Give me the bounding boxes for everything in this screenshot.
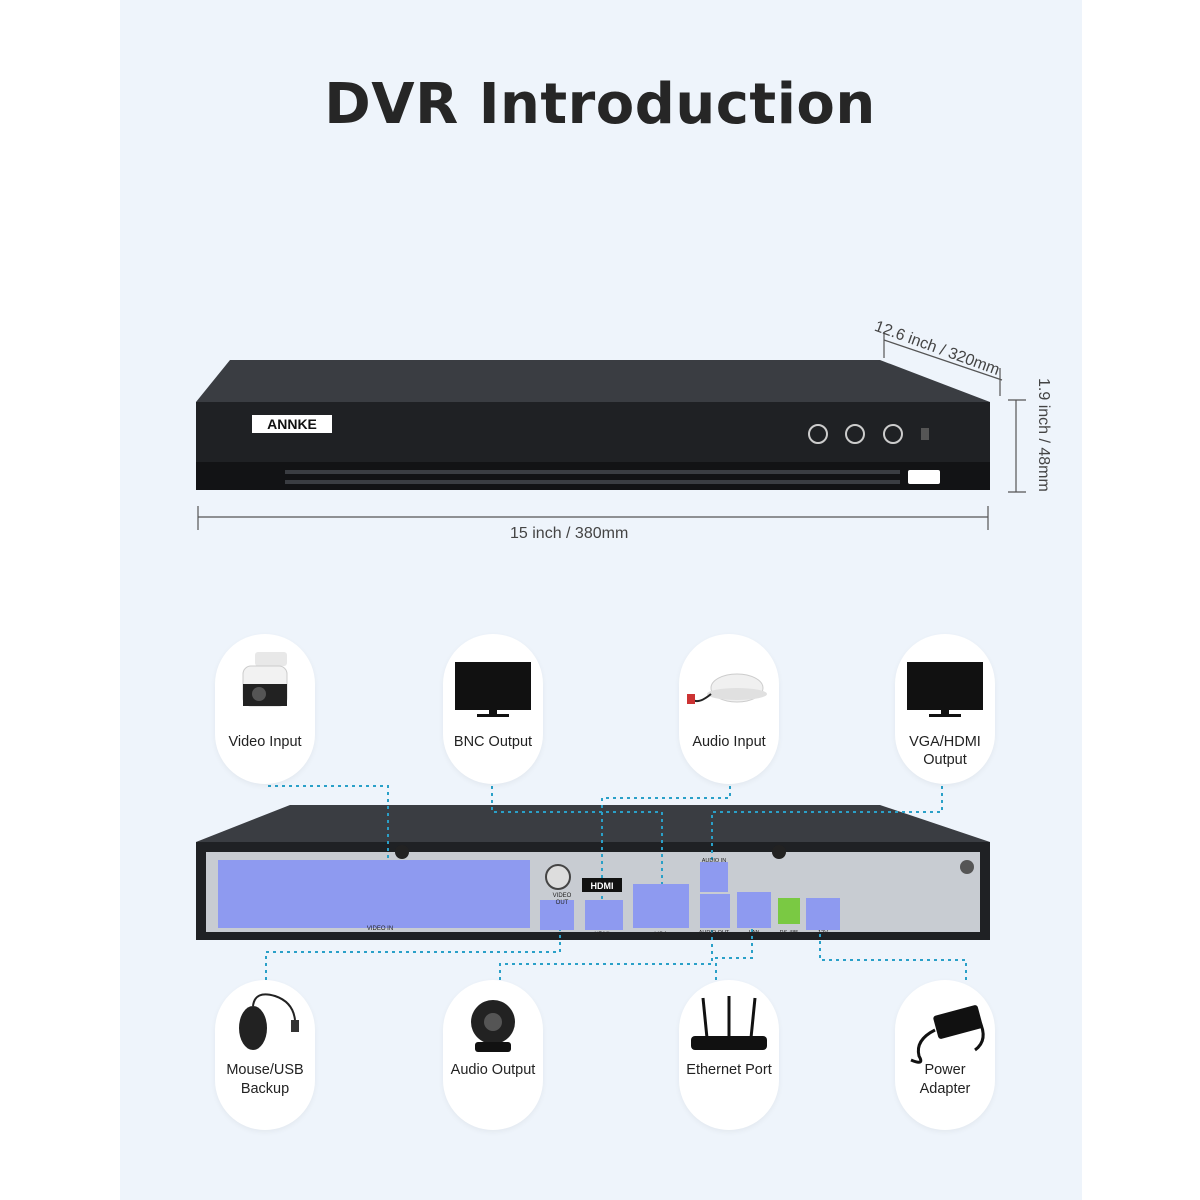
lan-label: LAN (749, 930, 760, 936)
bnc-video-out-connector (545, 864, 571, 890)
vga-port (633, 884, 689, 928)
device-card-power-adapter: Power Adapter (895, 980, 995, 1130)
front-usb-port-icon (908, 470, 940, 484)
device-label: Audio Output (450, 1062, 536, 1078)
device-label: BNC Output (453, 734, 533, 750)
audio-in-port (700, 862, 728, 892)
vga-label: VGA (655, 932, 668, 938)
device-label-2: Adapter (919, 1081, 971, 1097)
device-card-bnc-output: BNC Output (443, 634, 543, 784)
dvr-front-top (196, 360, 990, 402)
device-card-video-input: Video Input (215, 634, 315, 784)
device-card-ethernet-port: Ethernet Port (679, 980, 779, 1130)
device-label: Audio Input (692, 734, 766, 750)
width-dimension-label: 15 inch / 380mm (510, 525, 629, 542)
rs485-port (778, 898, 800, 924)
monitor-icon (455, 662, 531, 717)
audio-out-label: AUDIO OUT (699, 930, 730, 936)
screw-icon (395, 845, 409, 859)
device-label-2: Output (923, 752, 967, 768)
height-dimension-label: 1.9 inch / 48mm (1035, 378, 1052, 492)
power-label: 12V (818, 930, 828, 936)
network-button-icon (883, 424, 903, 444)
lan-port (737, 892, 771, 928)
device-card-audio-output: Audio Output (443, 980, 543, 1130)
power-button-icon (808, 424, 828, 444)
device-label: Ethernet Port (686, 1062, 772, 1078)
power-port (806, 898, 840, 930)
microphone-icon (687, 673, 767, 704)
power-adapter-icon (910, 1005, 985, 1064)
hdmi-label: HDMI (594, 932, 610, 938)
audio-in-label: AUDIO IN (702, 858, 726, 864)
vent-slot (285, 470, 900, 474)
router-icon (691, 996, 767, 1050)
hdmi-logo-text: HDMI (591, 881, 614, 891)
record-button-icon (845, 424, 865, 444)
device-label: Video Input (228, 734, 302, 750)
mouse-icon (239, 993, 299, 1050)
connector-lines (265, 785, 967, 980)
dvr-front-bottom (196, 462, 990, 490)
video-out-label-2: OUT (556, 900, 569, 906)
device-label: Power (924, 1062, 966, 1078)
video-in-label: VIDEO IN (367, 926, 393, 932)
page-title: DVR Introduction (324, 72, 876, 137)
brand-logo-text: ANNKE (267, 416, 317, 432)
screw-icon (772, 845, 786, 859)
video-in-ports (218, 860, 530, 928)
device-card-mouse-usb: Mouse/USB Backup (215, 980, 315, 1130)
monitor-icon (907, 662, 983, 717)
ground-screw-icon (960, 860, 974, 874)
device-card-audio-input: Audio Input (679, 634, 779, 784)
brand-logo (252, 415, 332, 433)
device-label: VGA/HDMI (909, 734, 981, 750)
dvr-rear-top (196, 805, 990, 842)
camera-icon (242, 652, 288, 707)
rs485-label: RS-485 (780, 930, 799, 936)
hdmi-logo (582, 878, 622, 892)
device-label-2: Backup (240, 1081, 290, 1097)
speaker-icon (471, 1000, 515, 1052)
vent-slot (285, 480, 900, 484)
depth-dimension-line (883, 339, 1003, 381)
device-label: Mouse/USB (226, 1062, 304, 1078)
hdmi-port (585, 900, 623, 930)
audio-out-port (700, 894, 730, 928)
device-card-vga-hdmi-output: VGA/HDMI Output (895, 634, 995, 784)
video-out-label: VIDEO (553, 893, 572, 899)
status-led-icon (921, 428, 929, 440)
usb-port (540, 900, 574, 930)
